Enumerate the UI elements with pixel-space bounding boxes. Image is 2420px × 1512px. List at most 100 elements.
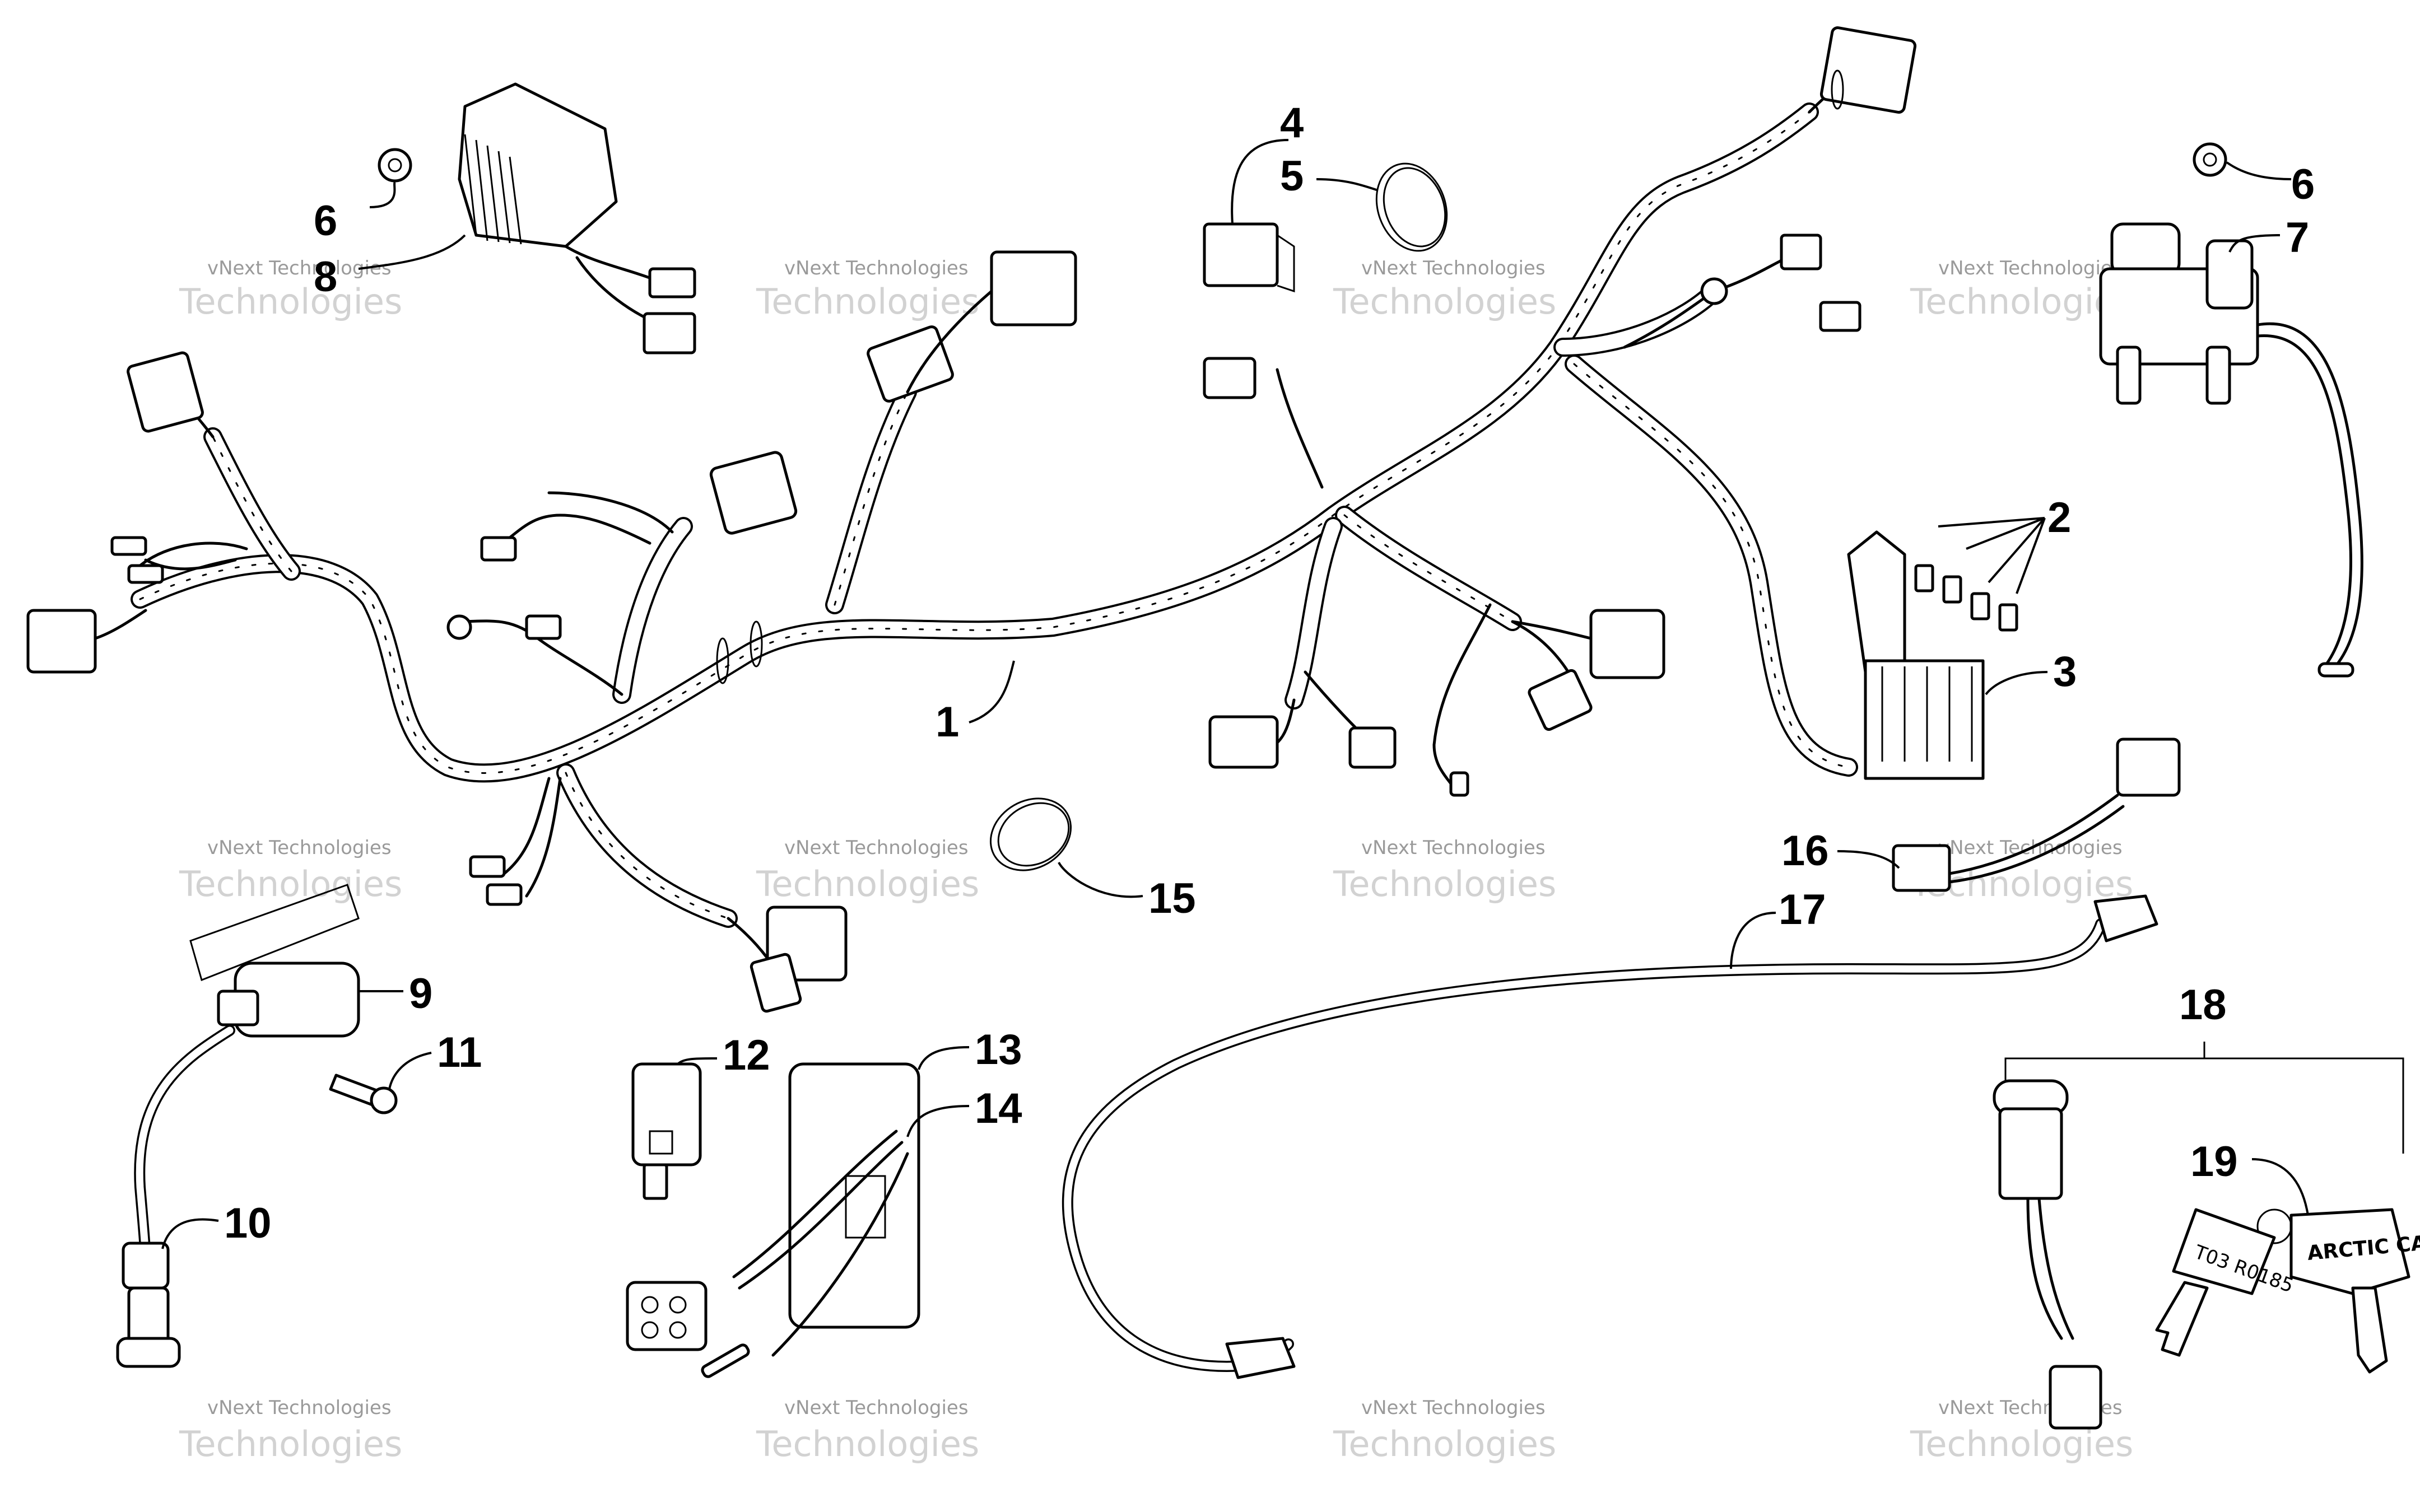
callout-5: 5 <box>1280 152 1304 200</box>
fuse <box>1942 575 1962 604</box>
cable-fill <box>1064 920 2105 1370</box>
voltage-regulator <box>458 82 696 354</box>
watermark-text: vNext Technologies <box>1361 1397 1546 1419</box>
harness-branch-fill <box>1287 519 1341 707</box>
watermark-text: vNext Technologies <box>1361 837 1546 859</box>
harness-tape-wrap <box>139 111 1811 774</box>
cdi-wire <box>738 1141 904 1290</box>
relay-body <box>631 1062 702 1166</box>
watermark-text: Technologies <box>756 1424 979 1464</box>
harness-branch-fill <box>1567 357 1856 774</box>
fuse <box>1970 592 1990 620</box>
small-connector <box>1348 726 1397 769</box>
watermark-text: vNext Technologies <box>207 1397 392 1419</box>
watermark-text: vNext Technologies <box>784 1397 969 1419</box>
cdi-body <box>788 1062 920 1329</box>
regulator-body <box>458 82 618 248</box>
coil-wire <box>2256 334 2352 668</box>
nut-body <box>2193 142 2227 177</box>
wire <box>491 514 651 550</box>
sensor-wire <box>1948 794 2119 875</box>
leader-line <box>1231 139 1289 225</box>
leader-line <box>1058 862 1143 898</box>
spade-terminal <box>1449 771 1469 797</box>
coupler-connector <box>990 250 1077 326</box>
cable-tie-strap <box>989 797 1072 871</box>
leader-line <box>2228 234 2281 253</box>
connector-pin <box>669 1296 687 1314</box>
watermark-text: Technologies <box>179 864 402 904</box>
small-connector <box>1203 357 1256 399</box>
cdi-connector <box>626 1281 708 1351</box>
leader-line <box>358 234 466 270</box>
plug-cap-top <box>122 1242 170 1290</box>
callout-3: 3 <box>2053 648 2077 696</box>
leader-line <box>388 1052 432 1090</box>
ignition-keys: T03 R0185 ARCTIC CAT <box>2155 1208 2420 1374</box>
watermark-text: Technologies <box>179 1424 402 1464</box>
harness-tape-wrap <box>1573 363 1850 768</box>
harness-branch <box>556 763 738 928</box>
coil-tower <box>2205 239 2254 310</box>
cable-lug <box>2093 894 2158 942</box>
switch-wire <box>2026 1197 2063 1340</box>
leader-line <box>906 1105 970 1137</box>
leader-line <box>677 1057 718 1065</box>
main-wiring-harness <box>26 26 1917 1013</box>
leader-line <box>161 1218 219 1249</box>
callout-7: 7 <box>2286 214 2309 262</box>
harness-branch-fill <box>559 766 736 926</box>
callout-2: 2 <box>2047 494 2071 542</box>
coupler-connector <box>1819 26 1917 114</box>
wire <box>94 609 147 640</box>
callout-12: 12 <box>723 1032 770 1079</box>
connector-pin <box>641 1296 659 1314</box>
ring-terminal <box>1700 277 1728 305</box>
mounting-bracket <box>189 884 360 981</box>
screw <box>329 1074 398 1114</box>
tie-loop <box>1375 162 1448 252</box>
callout-18: 18 <box>2179 981 2227 1029</box>
small-connector <box>643 312 696 354</box>
callout-8: 8 <box>314 253 337 301</box>
leader-line <box>1837 850 1900 869</box>
spade-terminal <box>480 536 517 562</box>
ignition-switch <box>1993 1042 2404 1430</box>
watermark-text: vNext Technologies <box>1938 257 2123 279</box>
cdi-wire <box>732 1130 898 1278</box>
cable-tie <box>750 620 763 668</box>
sensor-connector <box>2116 738 2181 797</box>
callout-11: 11 <box>437 1029 482 1076</box>
callout-9: 9 <box>409 970 432 1018</box>
callout-16: 16 <box>1781 827 1829 875</box>
bullet-connector <box>469 855 506 878</box>
ground-cable <box>1062 894 2158 1379</box>
fuse <box>1914 564 1934 592</box>
watermark-text: Technologies <box>756 864 979 904</box>
watermark: Technologies vNext Technologies <box>1333 257 1556 322</box>
callout-14: 14 <box>975 1085 1022 1132</box>
cdi-module <box>626 1062 920 1378</box>
watermark-text: Technologies <box>1333 864 1556 904</box>
bullet-connector <box>486 883 523 906</box>
screw-head <box>370 1086 398 1114</box>
fuse-set <box>1914 564 2018 632</box>
coil-wire <box>2256 322 2363 674</box>
watermark: Technologies vNext Technologies <box>1910 257 2133 322</box>
callout-6: 6 <box>314 197 337 245</box>
watermark: Technologies vNext Technologies <box>179 1397 402 1464</box>
nut-hole <box>388 158 402 172</box>
wire <box>1432 603 1492 797</box>
watermark-text: Technologies <box>1333 1424 1556 1464</box>
sensor-body <box>1892 844 1951 892</box>
fuse-box-lid <box>1847 530 1906 674</box>
plug-cap-end <box>116 1337 181 1368</box>
watermark: Technologies vNext Technologies <box>179 837 402 904</box>
hex-nut <box>2193 142 2227 177</box>
relay-body <box>1203 222 1279 287</box>
wire <box>525 777 562 898</box>
watermark: Technologies vNext Technologies <box>756 837 979 904</box>
small-connector <box>750 953 802 1013</box>
watermark-text: vNext Technologies <box>784 837 969 859</box>
